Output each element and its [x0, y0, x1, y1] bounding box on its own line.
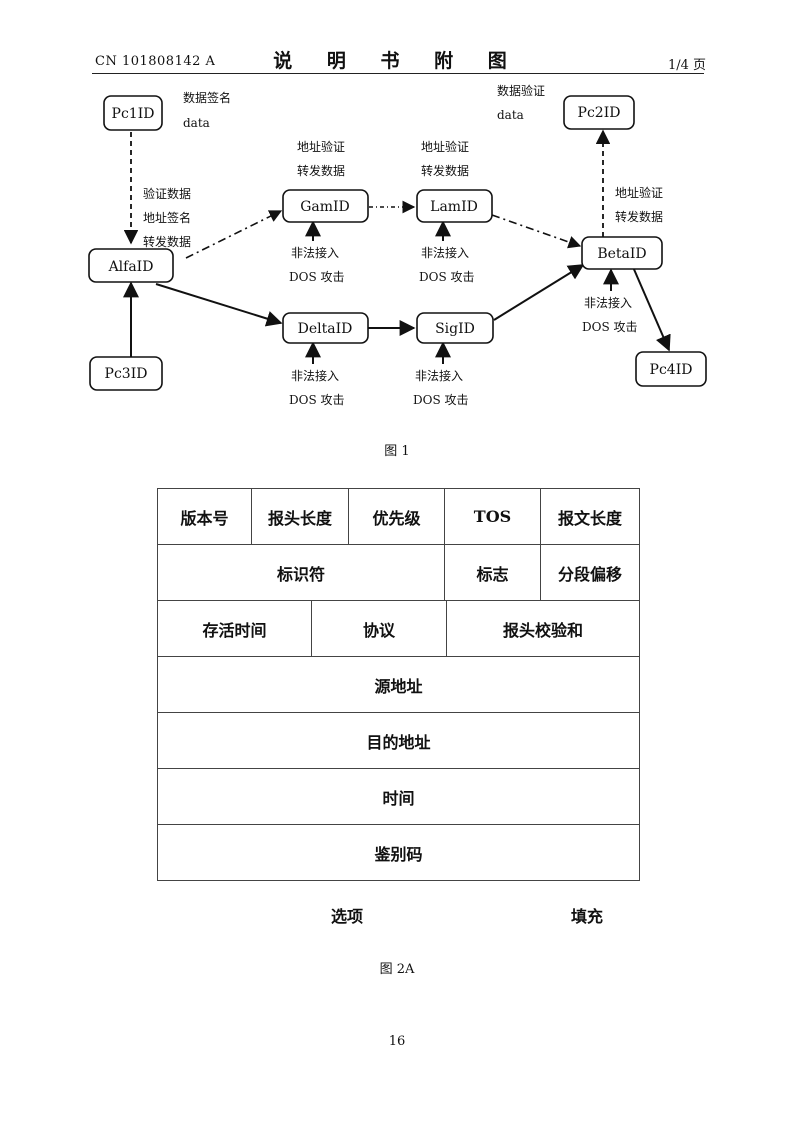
lam-top-2: 转发数据	[421, 163, 469, 178]
field-packet-length: 报文长度	[540, 488, 640, 545]
node-pc1: Pc1ID	[103, 95, 163, 131]
pc2-label-2: data	[497, 108, 524, 122]
beta-attack-1: 非法接入	[584, 295, 632, 310]
field-protocol: 协议	[312, 601, 447, 656]
table-row: 存活时间 协议 报头校验和	[157, 600, 640, 657]
node-pc3: Pc3ID	[89, 356, 163, 391]
svg-text:DeltaID: DeltaID	[298, 321, 353, 337]
node-beta: BetaID	[581, 236, 663, 270]
table-row: 版本号 报头长度 优先级 TOS 报文长度	[157, 488, 640, 545]
field-source-address: 源地址	[157, 656, 640, 713]
table-row: 时间	[157, 768, 640, 825]
patent-number: CN 101808142 A	[95, 54, 216, 69]
svg-text:AlfaID: AlfaID	[108, 259, 154, 275]
figure-2a-caption: 图 2A	[379, 962, 415, 977]
pc1-label-2: data	[183, 116, 210, 130]
svg-text:Pc4ID: Pc4ID	[650, 362, 693, 378]
row3-container: 存活时间 协议 报头校验和	[157, 600, 640, 657]
sig-attack-2: DOS 攻击	[413, 393, 469, 407]
field-time: 时间	[157, 768, 640, 825]
beta-top-2: 转发数据	[615, 209, 663, 224]
table-row: 标识符 标志 分段偏移	[157, 544, 640, 601]
gam-attack-2: DOS 攻击	[289, 270, 345, 284]
node-alfa: AlfaID	[88, 248, 174, 283]
svg-text:LamID: LamID	[430, 199, 478, 215]
field-destination-address: 目的地址	[157, 712, 640, 769]
field-auth-code: 鉴别码	[157, 824, 640, 881]
field-padding: 填充	[571, 907, 604, 926]
svg-text:Pc1ID: Pc1ID	[112, 106, 155, 122]
figure-1-caption: 图 1	[384, 444, 410, 459]
field-header-length: 报头长度	[251, 488, 349, 545]
pc2-label-1: 数据验证	[497, 83, 545, 98]
page-title: 说 明 书 附 图	[273, 50, 521, 72]
table-row: 目的地址	[157, 712, 640, 769]
delta-attack-2: DOS 攻击	[289, 393, 345, 407]
svg-text:Pc2ID: Pc2ID	[578, 105, 621, 121]
beta-attack-2: DOS 攻击	[582, 320, 638, 334]
sig-attack-1: 非法接入	[415, 368, 463, 383]
field-priority: 优先级	[348, 488, 445, 545]
lam-attack-1: 非法接入	[421, 245, 469, 260]
page-number: 16	[388, 1034, 406, 1049]
beta-top-1: 地址验证	[615, 185, 663, 200]
edge-sig-beta	[493, 264, 585, 321]
field-fragment-offset: 分段偏移	[540, 544, 640, 601]
lam-top-1: 地址验证	[421, 139, 469, 154]
node-pc4: Pc4ID	[635, 351, 707, 387]
page-indicator: 1/4 页	[667, 58, 706, 73]
field-flags: 标志	[444, 544, 541, 601]
lam-attack-2: DOS 攻击	[419, 270, 475, 284]
node-delta: DeltaID	[282, 312, 369, 344]
delta-attack-1: 非法接入	[291, 368, 339, 383]
field-identifier: 标识符	[157, 544, 445, 601]
pc1-label-1: 数据签名	[183, 90, 231, 105]
edge-alfa-delta	[155, 283, 283, 327]
node-gam: GamID	[282, 189, 369, 223]
field-options: 选项	[331, 907, 364, 926]
packet-header-table: 版本号 报头长度 优先级 TOS 报文长度 标识符 标志 分段偏移 存活时间 协…	[157, 488, 640, 881]
gam-attack-1: 非法接入	[291, 245, 339, 260]
table-row: 源地址	[157, 656, 640, 713]
field-header-checksum: 报头校验和	[502, 620, 583, 640]
gam-top-2: 转发数据	[297, 163, 345, 178]
svg-text:BetaID: BetaID	[597, 246, 646, 262]
edge-lam-beta	[491, 214, 582, 249]
gam-top-1: 地址验证	[297, 139, 345, 154]
edge-alfa-gam	[185, 210, 283, 259]
alfa-label-1: 验证数据	[143, 186, 191, 201]
svg-text:Pc3ID: Pc3ID	[105, 366, 148, 382]
node-sig: SigID	[416, 312, 494, 344]
field-ttl: 存活时间	[158, 601, 312, 656]
table-row: 鉴别码	[157, 824, 640, 881]
alfa-label-2: 地址签名	[143, 210, 191, 225]
field-version: 版本号	[157, 488, 252, 545]
svg-text:GamID: GamID	[300, 199, 350, 215]
node-lam: LamID	[416, 189, 493, 223]
header-rule	[92, 73, 704, 74]
figure-1-diagram: Pc1ID Pc2ID Pc3ID Pc4ID AlfaID GamID Lam…	[88, 83, 707, 407]
alfa-label-3: 转发数据	[143, 234, 191, 249]
edge-beta-pc4	[632, 266, 671, 352]
svg-text:SigID: SigID	[435, 321, 475, 337]
node-pc2: Pc2ID	[563, 95, 635, 130]
field-tos: TOS	[444, 488, 541, 545]
